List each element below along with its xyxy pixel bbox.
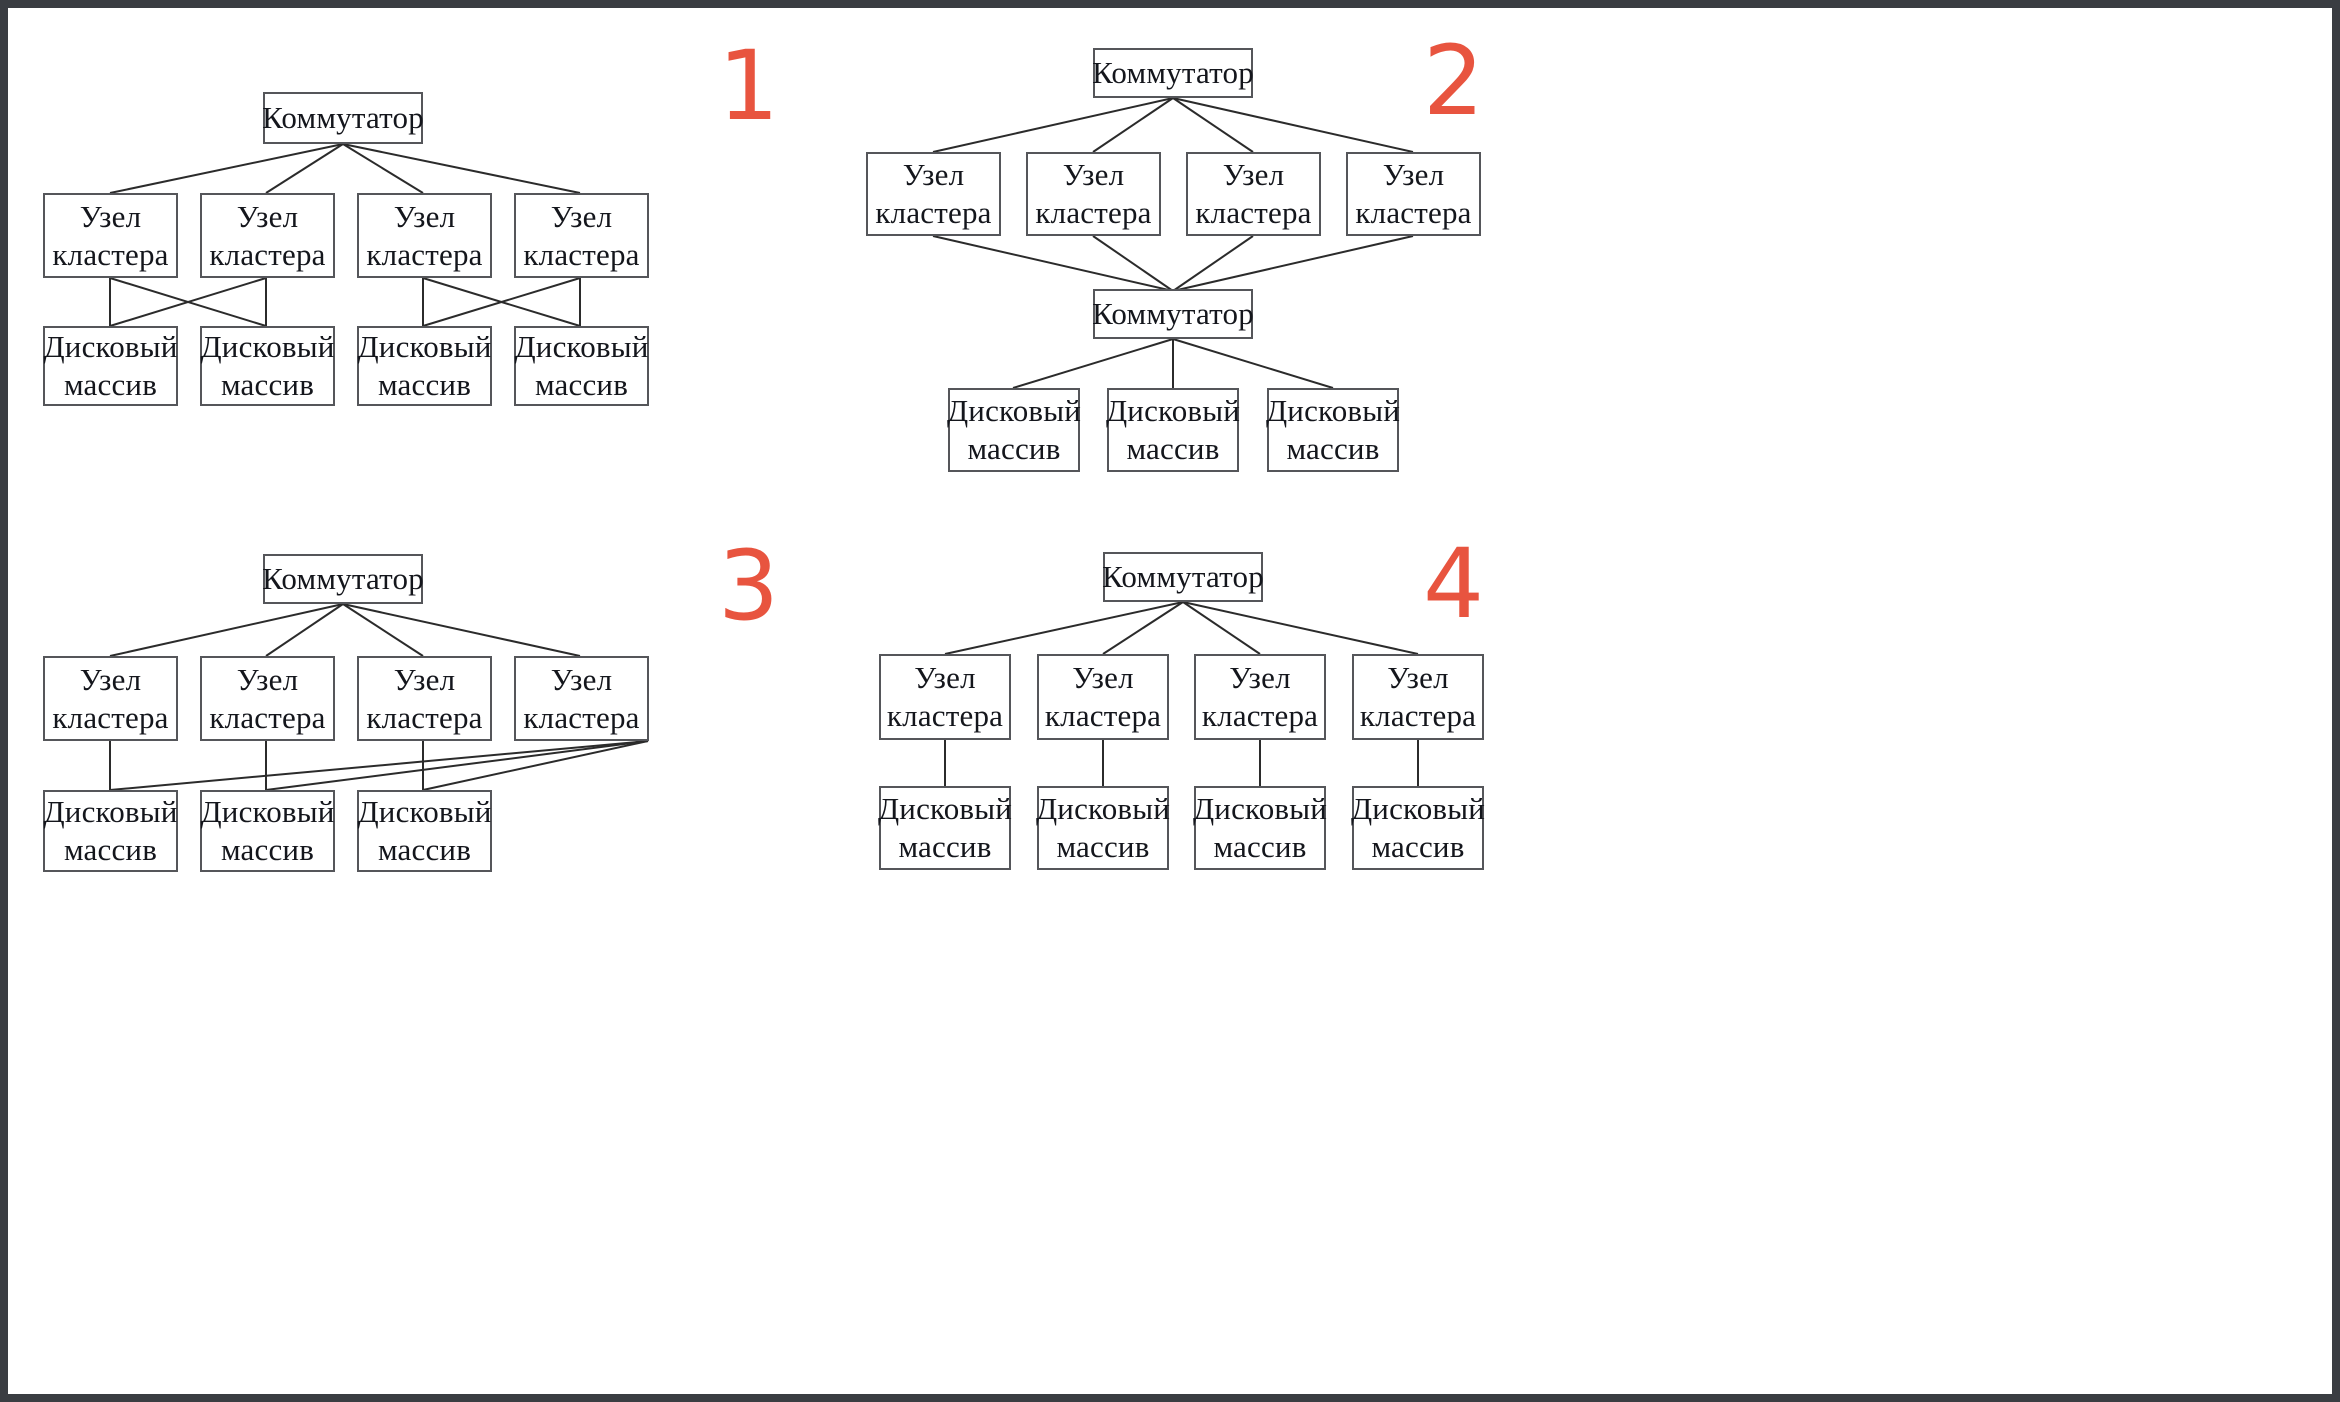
edge-switch-node1 — [109, 603, 344, 657]
edge-switch-node4 — [342, 603, 581, 657]
edge-switch-node4 — [1182, 601, 1419, 655]
diagram-3-disk-array-3: Дисковый массив — [357, 790, 492, 872]
edge-switch-node2 — [1092, 97, 1174, 153]
diagram-4: 4 Коммутатор Узел кластера Узел кластера… — [848, 528, 2328, 928]
edge-switch-node2 — [265, 603, 344, 657]
diagram-4-number: 4 — [1423, 528, 1485, 640]
edge-node4-disk3 — [422, 277, 581, 327]
edge-node4-disk2 — [265, 740, 649, 791]
page-canvas: 1 Коммутатор Узел кластера Узел кластера… — [8, 8, 2332, 1394]
diagram-2-switch-bottom: Коммутатор — [1092, 289, 1254, 339]
diagram-2-cluster-node-2: Узел кластера — [1026, 152, 1161, 236]
diagram-1-disk-array-1: Дисковый массив — [43, 326, 178, 406]
edge-switch-node3 — [1172, 97, 1254, 153]
diagram-3-cluster-node-3: Узел кластера — [357, 656, 492, 741]
edge-node4-disk3 — [422, 740, 649, 791]
edge-switch-node1 — [944, 601, 1184, 655]
diagram-2-disk-array-2: Дисковый массив — [1106, 388, 1240, 472]
diagram-1-disk-array-3: Дисковый массив — [357, 326, 492, 406]
edge-node4-switch2 — [1172, 235, 1414, 292]
diagram-4-disk-array-1: Дисковый массив — [878, 786, 1012, 870]
edge-node3-switch2 — [1172, 235, 1254, 292]
diagram-4-switch-top: Коммутатор — [1102, 552, 1264, 602]
diagram-2-cluster-node-3: Узел кластера — [1186, 152, 1321, 236]
diagram-3-connectors — [109, 603, 649, 791]
diagram-1-disk-array-4: Дисковый массив — [514, 326, 649, 406]
edge-switch-node3 — [342, 603, 424, 657]
diagram-2-cluster-node-4: Узел кластера — [1346, 152, 1481, 236]
diagram-3: 3 Коммутатор Узел кластера Узел кластера… — [8, 528, 779, 928]
diagram-4-disk-array-4: Дисковый массив — [1351, 786, 1485, 870]
diagram-2-connectors — [932, 97, 1414, 389]
diagram-1-switch-top: Коммутатор — [262, 92, 424, 144]
diagram-1-cluster-node-3: Узел кластера — [357, 193, 492, 278]
diagram-3-switch-top: Коммутатор — [262, 554, 424, 604]
edge-switch-node4 — [1172, 97, 1414, 153]
diagram-4-connectors — [944, 601, 1419, 786]
diagram-1-cluster-node-1: Узел кластера — [43, 193, 178, 278]
edge-switch-node1 — [109, 143, 344, 194]
edge-switch-node4 — [342, 143, 581, 194]
diagram-3-number: 3 — [718, 530, 780, 642]
diagram-4-cluster-node-2: Узел кластера — [1037, 654, 1169, 740]
diagram-3-cluster-node-4: Узел кластера — [514, 656, 649, 741]
diagram-1-connectors — [109, 143, 581, 327]
diagram-3-disk-array-1: Дисковый массив — [43, 790, 178, 872]
edge-node4-disk1 — [109, 740, 649, 791]
diagram-3-disk-array-2: Дисковый массив — [200, 790, 335, 872]
diagram-4-disk-array-3: Дисковый массив — [1193, 786, 1327, 870]
edge-switch2-disk1 — [1012, 338, 1174, 389]
edge-switch-node3 — [342, 143, 424, 194]
edge-switch-node2 — [1102, 601, 1184, 655]
diagram-3-cluster-node-2: Узел кластера — [200, 656, 335, 741]
edge-switch2-disk3 — [1172, 338, 1334, 389]
diagram-2-number: 2 — [1423, 25, 1485, 137]
diagram-2-disk-array-1: Дисковый массив — [947, 388, 1081, 472]
edge-switch-node3 — [1182, 601, 1261, 655]
diagram-2-cluster-node-1: Узел кластера — [866, 152, 1001, 236]
diagram-1-cluster-node-2: Узел кластера — [200, 193, 335, 278]
diagram-1: 1 Коммутатор Узел кластера Узел кластера… — [8, 8, 779, 468]
edge-node2-disk1 — [109, 277, 267, 327]
diagram-4-cluster-node-1: Узел кластера — [879, 654, 1011, 740]
diagram-1-cluster-node-4: Узел кластера — [514, 193, 649, 278]
diagram-1-disk-array-2: Дисковый массив — [200, 326, 335, 406]
diagram-1-number: 1 — [718, 30, 780, 142]
diagram-4-cluster-node-4: Узел кластера — [1352, 654, 1484, 740]
diagram-4-cluster-node-3: Узел кластера — [1194, 654, 1326, 740]
edge-node1-switch2 — [932, 235, 1174, 292]
diagram-2-disk-array-3: Дисковый массив — [1266, 388, 1400, 472]
diagram-2-switch-top: Коммутатор — [1092, 48, 1254, 98]
diagram-4-disk-array-2: Дисковый массив — [1036, 786, 1170, 870]
edge-switch-node2 — [265, 143, 344, 194]
edge-switch-node1 — [932, 97, 1174, 153]
diagram-2: 2 Коммутатор Узел кластера Узел кластера… — [848, 8, 2328, 488]
diagram-3-cluster-node-1: Узел кластера — [43, 656, 178, 741]
edge-node2-switch2 — [1092, 235, 1174, 292]
